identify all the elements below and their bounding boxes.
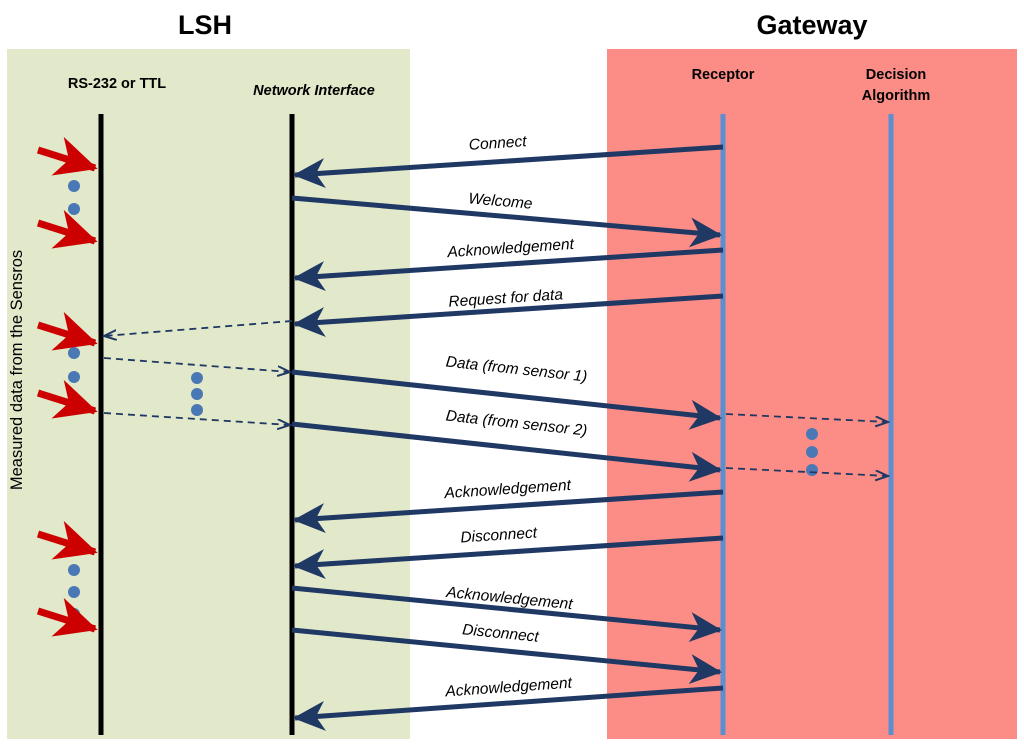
message-arrow-m11 — [293, 685, 724, 731]
message-label-m8: Disconnect — [460, 524, 538, 546]
ellipsis-dot — [68, 347, 80, 359]
ellipsis-dot — [806, 428, 818, 440]
sensor-arrows-group — [36, 136, 98, 637]
message-label-m5: Data (from sensor 1) — [445, 353, 588, 385]
internal-dashed-arrow — [725, 467, 888, 476]
lifeline-label-rs232: RS-232 or TTL — [68, 76, 166, 92]
message-label-m2: Welcome — [468, 190, 534, 213]
message-label-m7: Acknowledgement — [443, 477, 572, 502]
internal-dashed-arrow — [104, 320, 293, 336]
ellipsis-dot — [191, 388, 203, 400]
message-arrow-m9 — [291, 585, 722, 642]
message-arrow-m6 — [291, 421, 722, 482]
sensor-data-arrow — [36, 520, 98, 560]
ellipsis-dot — [191, 372, 203, 384]
ellipsis-dot — [806, 446, 818, 458]
measured-data-side-label: Measured data from the Sensros — [8, 250, 26, 490]
panel-title-gateway: Gateway — [756, 10, 867, 40]
ellipsis-dot — [68, 180, 80, 192]
message-arrow-m3 — [293, 247, 724, 292]
lifelines-group: RS-232 or TTL Network Interface Receptor De… — [68, 67, 930, 735]
message-label-m3: Acknowledgement — [446, 236, 575, 261]
ellipsis-dot — [191, 404, 203, 416]
dashed-arrows-group — [104, 320, 888, 476]
lifeline-label-decision-line2: Algorithm — [862, 88, 930, 104]
ellipsis-dot — [68, 586, 80, 598]
message-label-m11: Acknowledgement — [444, 675, 573, 701]
message-arrow-m5 — [291, 369, 722, 430]
ellipsis-dot — [806, 464, 818, 476]
message-arrow-m2 — [291, 195, 722, 248]
headers-group: LSH Gateway — [178, 10, 868, 40]
message-arrow-m8 — [293, 535, 724, 580]
sensor-data-arrow — [36, 209, 98, 249]
message-label-m1: Connect — [468, 133, 527, 154]
sensor-data-arrow — [36, 597, 98, 637]
message-label-m10: Disconnect — [461, 621, 540, 645]
internal-dashed-arrow — [725, 413, 888, 422]
side-label-group: Measured data from the Sensros — [8, 250, 26, 490]
ellipsis-dot — [68, 203, 80, 215]
panel-title-lsh: LSH — [178, 10, 232, 40]
sensor-data-arrow — [36, 136, 98, 176]
message-arrow-m1 — [293, 144, 724, 189]
sensor-data-arrow — [36, 379, 98, 419]
message-arrow-m7 — [293, 489, 724, 534]
sensor-data-arrow — [36, 311, 98, 351]
lifeline-label-decision: Decision — [866, 67, 926, 83]
message-arrow-m4 — [293, 293, 724, 338]
ellipsis-dot — [68, 564, 80, 576]
ellipsis-dot — [68, 371, 80, 383]
message-arrow-m10 — [291, 627, 722, 684]
message-label-m6: Data (from sensor 2) — [445, 407, 588, 439]
lifeline-label-receptor: Receptor — [692, 67, 755, 83]
lifeline-label-netif: Network Interface — [253, 83, 375, 99]
